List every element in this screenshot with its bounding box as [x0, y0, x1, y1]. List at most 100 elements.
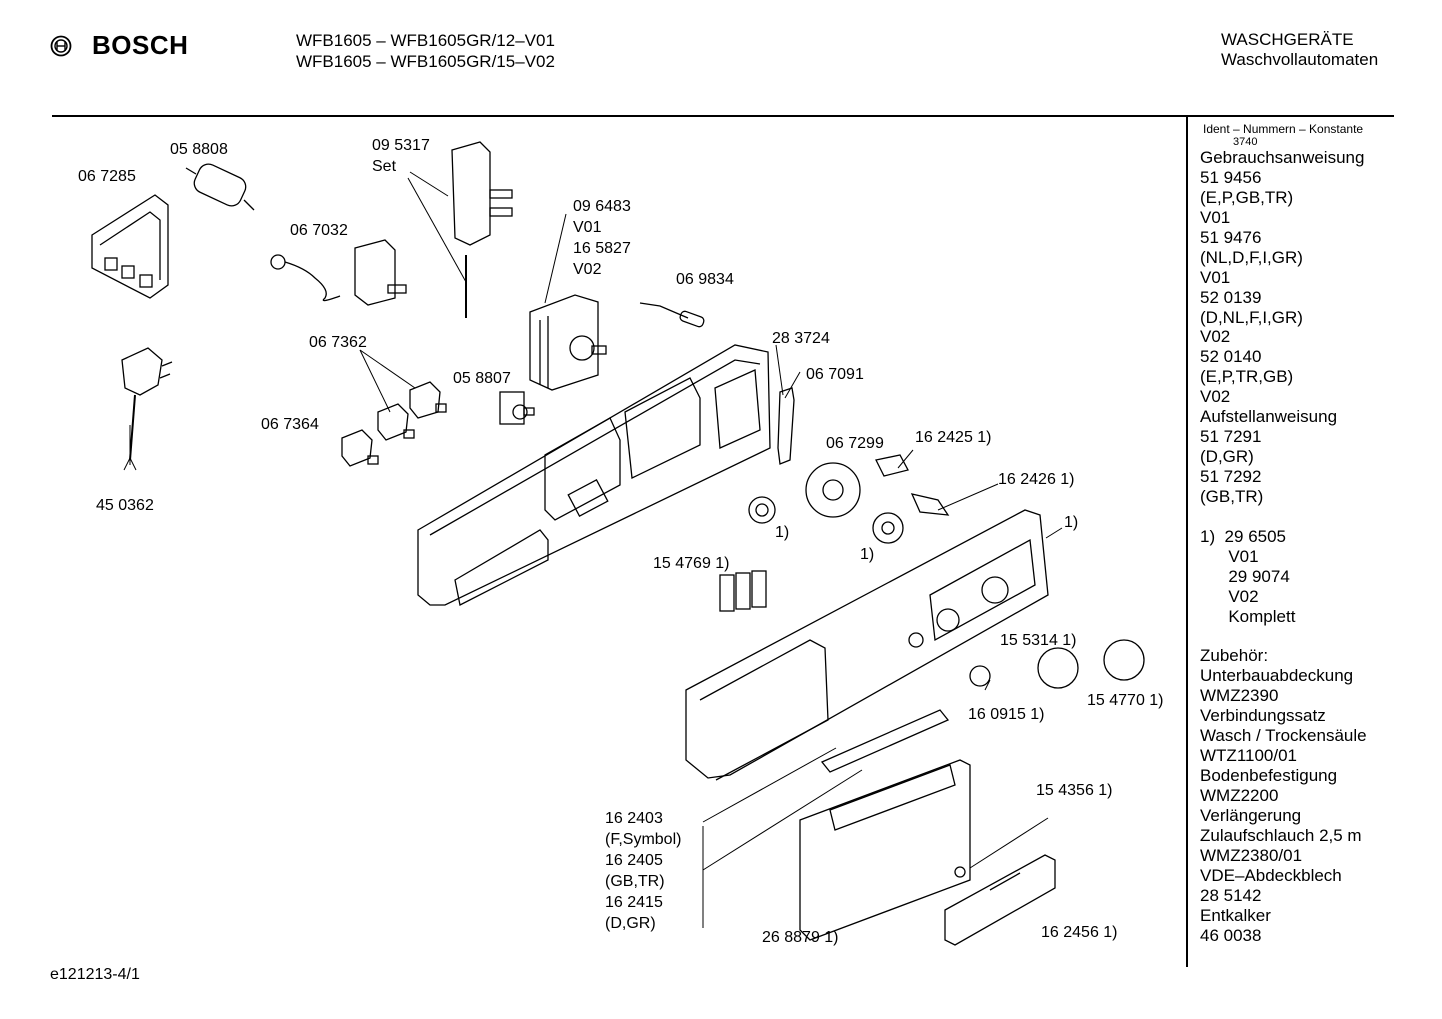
part-162456-handle — [944, 854, 1056, 946]
sidebar-line: Bodenbefestigung — [1200, 766, 1338, 786]
sidebar-line: (D,NL,F,I,GR) — [1200, 307, 1303, 327]
sidebar-line: V01 — [1200, 546, 1259, 566]
sidebar-divider — [1186, 117, 1188, 967]
part-front-fascia — [685, 509, 1049, 781]
model-line: WFB1605 – WFB1605GR/15–V02 — [296, 52, 555, 71]
part-268879-drawer — [799, 759, 971, 941]
part-154769-buttons — [719, 570, 767, 612]
part-knobs — [969, 639, 1145, 689]
part-label: 06 7364 — [261, 416, 319, 433]
sidebar-line: Entkalker — [1200, 905, 1271, 925]
part-067032-thermostat — [270, 239, 407, 306]
part-095317-switch — [451, 141, 513, 318]
part-label: 16 2426 1) — [998, 471, 1075, 488]
part-label: 16 2403 (F,Symbol) 16 2405 (GB,TR) 16 24… — [605, 810, 682, 932]
part-label: 09 5317 Set — [372, 137, 430, 175]
sidebar-line: (NL,D,F,I,GR) — [1200, 247, 1303, 267]
sidebar-line: Unterbauabdeckung — [1200, 666, 1354, 686]
brand-logo: BOSCH — [50, 30, 188, 61]
sidebar-line: 51 7291 — [1200, 427, 1262, 447]
part-label: 45 0362 — [96, 497, 154, 514]
part-label: 06 7299 — [826, 435, 884, 452]
part-label: 1) — [860, 546, 875, 563]
sidebar-line: (D,GR) — [1200, 447, 1254, 467]
sidebar-line: Verbindungssatz — [1200, 706, 1326, 726]
sidebar-line: Gebrauchsanweisung — [1200, 148, 1365, 167]
sidebar-line: V02 — [1200, 586, 1259, 606]
header-divider — [52, 115, 1394, 117]
sidebar-line: 51 9456 — [1200, 167, 1262, 187]
part-label: 15 4770 1) — [1087, 692, 1164, 709]
part-main-frame — [417, 344, 771, 606]
part-067364-switch — [341, 429, 379, 467]
part-shafts — [875, 454, 950, 516]
sidebar-line: WTZ1100/01 — [1200, 746, 1298, 766]
sidebar-line: V01 — [1200, 267, 1231, 287]
sidebar-line: Aufstellanweisung — [1200, 407, 1338, 427]
sidebar-line: (GB,TR) — [1200, 486, 1264, 506]
sidebar-line: Zulaufschlauch 2,5 m — [1200, 825, 1362, 845]
part-067362-switches — [377, 381, 447, 441]
sidebar-line: (E,P,TR,GB) — [1200, 367, 1294, 387]
sidebar: Ident – Nummern – Konstante 3740 Gebrauc… — [1200, 122, 1367, 946]
part-label: 15 4769 1) — [653, 555, 730, 572]
sidebar-line: V02 — [1200, 327, 1231, 347]
model-numbers: WFB1605 – WFB1605GR/12–V01 WFB1605 – WFB… — [296, 30, 555, 72]
category-title: WASCHGERÄTE — [1221, 30, 1354, 49]
part-label: 15 5314 1) — [1000, 632, 1077, 649]
sidebar-constant: 3740 — [1233, 136, 1258, 148]
part-label: 06 7362 — [309, 334, 367, 351]
part-label: 06 7285 — [78, 168, 136, 185]
sidebar-line: (E,P,GB,TR) — [1200, 187, 1294, 207]
brand-name: BOSCH — [92, 30, 189, 60]
part-067091-clip — [777, 387, 795, 465]
sidebar-line: 52 0139 — [1200, 287, 1262, 307]
leader-lines — [123, 171, 1063, 928]
sidebar-line: WMZ2390 — [1200, 686, 1279, 706]
part-label: 1) — [775, 524, 790, 541]
sidebar-line — [1200, 507, 1367, 527]
part-label: 28 3724 — [772, 330, 830, 347]
category-subtitle: Waschvollautomaten — [1221, 50, 1379, 69]
sidebar-line: Komplett — [1200, 606, 1296, 626]
sidebar-line: WMZ2200 — [1200, 786, 1279, 805]
sidebar-line: 51 9476 — [1200, 227, 1262, 247]
model-line: WFB1605 – WFB1605GR/12–V01 — [296, 31, 555, 50]
drawing-reference: e121213-4/1 — [50, 966, 140, 983]
part-label: 06 9834 — [676, 271, 734, 288]
part-symbol-strip — [820, 709, 950, 773]
sidebar-line: 28 5142 — [1200, 885, 1262, 905]
sidebar-line: 29 9074 — [1200, 566, 1290, 586]
sidebar-line: 52 0140 — [1200, 347, 1262, 367]
bosch-armature-icon — [50, 35, 72, 56]
part-450362-power-cord — [121, 347, 173, 461]
part-label: 05 8807 — [453, 370, 511, 387]
part-label: 06 7032 — [290, 222, 348, 239]
sidebar-line: VDE–Abdeckblech — [1200, 865, 1342, 885]
part-label: 06 7091 — [806, 366, 864, 383]
sidebar-line: 1) 29 6505 — [1200, 526, 1287, 546]
part-096483-programmer — [529, 294, 607, 391]
sidebar-line: V02 — [1200, 387, 1231, 407]
part-label: 26 8879 1) — [762, 929, 839, 946]
sidebar-line: V01 — [1200, 207, 1231, 227]
sidebar-line: Zubehör: — [1200, 646, 1269, 666]
part-label: 15 4356 1) — [1036, 782, 1113, 799]
sidebar-line: WMZ2380/01 — [1200, 845, 1303, 865]
part-label: 09 6483 V01 16 5827 V02 — [573, 198, 631, 278]
part-067285-bracket — [91, 194, 169, 299]
exploded-parts-drawing — [91, 141, 1145, 946]
part-label: 16 2425 1) — [915, 429, 992, 446]
part-label: 16 2456 1) — [1041, 924, 1118, 941]
part-label: 16 0915 1) — [968, 706, 1045, 723]
sidebar-header: Ident – Nummern – Konstante — [1203, 122, 1364, 136]
sidebar-line: 51 7292 — [1200, 467, 1262, 486]
part-label: 1) — [1064, 514, 1079, 531]
sidebar-line: Verlängerung — [1200, 805, 1302, 825]
part-058808-capacitor — [185, 163, 255, 211]
part-knob-holders — [748, 462, 904, 544]
sidebar-line: Wasch / Trockensäule — [1200, 726, 1367, 746]
sidebar-line — [1200, 627, 1367, 647]
part-label: 05 8808 — [170, 141, 228, 158]
